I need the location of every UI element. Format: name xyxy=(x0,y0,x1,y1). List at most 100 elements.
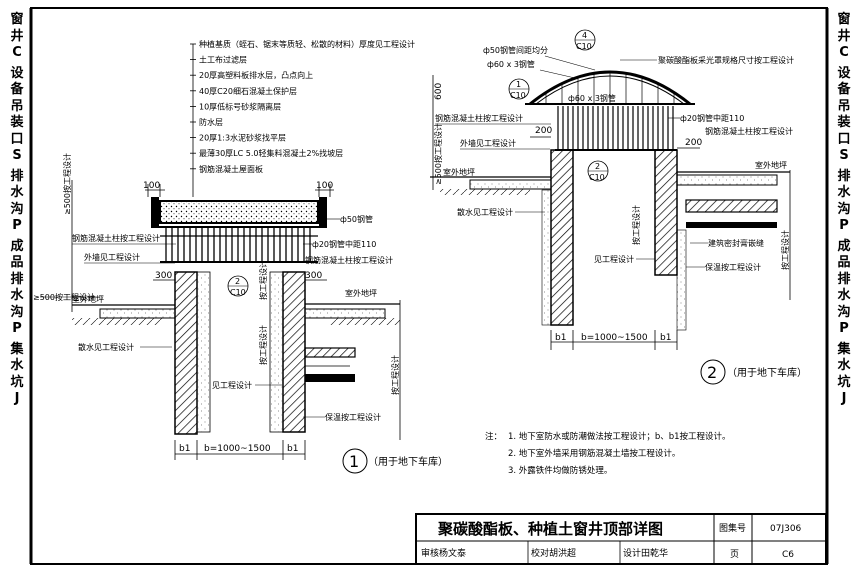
pipe-bars-label: ф20钢管中距110 xyxy=(312,239,376,249)
atlas-label: 图集号 xyxy=(719,522,746,534)
drainage-label: 散水见工程设计 xyxy=(78,342,134,352)
side-index-char: 装 xyxy=(837,115,851,130)
vertical-design-label-2: 按工程设计 xyxy=(258,260,268,300)
layer-label: 10厚低标号砂浆隔离层 xyxy=(199,101,281,111)
side-index-char: 沟 xyxy=(10,304,24,320)
atlas-number: 07J306 xyxy=(770,524,802,534)
layer-label: 钢筋混凝土屋面板 xyxy=(199,164,263,174)
side-index-char: 口 xyxy=(837,131,851,147)
side-index-char: 品 xyxy=(10,255,24,270)
column-right-label-2: 钢筋混凝土柱按工程设计 xyxy=(705,126,793,136)
side-index-char: 排 xyxy=(10,168,24,184)
layer-label: 种植基质（蛭石、锯末等质轻、松散的材料）厚度见工程设计 xyxy=(199,39,415,49)
side-index-char: 水 xyxy=(837,358,851,373)
outer-wall-label-2: 外墙见工程设计 xyxy=(460,138,516,148)
vertical-mid-label: 按工程设计 xyxy=(631,205,641,245)
side-index-char: 备 xyxy=(837,82,851,97)
dim-200-left: 200 xyxy=(535,126,552,136)
ref-sheet: C10 xyxy=(230,288,246,297)
side-index-char: 沟 xyxy=(837,201,851,217)
side-index-char: P xyxy=(12,321,22,336)
pipe-spacing-label: ф50钢管间距均分 xyxy=(483,45,548,55)
side-index-char: 排 xyxy=(10,271,24,287)
notes-prefix: 注： xyxy=(485,431,502,442)
column-left-2 xyxy=(550,149,574,326)
designer: 设计田乾华 xyxy=(623,547,668,559)
detail-2-title: （用于地下车库） xyxy=(727,366,807,379)
vertical-right-label-2: 按工程设计 xyxy=(780,230,790,270)
dim-100-right: 100 xyxy=(316,181,333,191)
steel-bars xyxy=(165,228,311,262)
polycarbonate-label: 聚碳酸酯板采光罩规格尺寸按工程设计 xyxy=(658,55,794,65)
side-index-char: 成 xyxy=(837,238,851,254)
side-index-char: 吊 xyxy=(837,98,851,114)
page-label: 页 xyxy=(730,549,739,560)
vertical-right-label: 按工程设计 xyxy=(390,355,400,395)
checker: 校对胡洪超 xyxy=(531,547,576,559)
side-index-char: P xyxy=(839,321,849,336)
side-index-char: 排 xyxy=(837,271,851,287)
side-index-char: 水 xyxy=(10,288,24,303)
dim-300-right: 300 xyxy=(305,271,322,281)
column-left-label: 钢筋混凝土柱按工程设计 xyxy=(72,233,160,243)
side-index-char: 水 xyxy=(837,288,851,303)
column-left xyxy=(174,271,198,435)
side-index-char: S xyxy=(12,148,22,163)
pipe-60-label: ф60 x 3钢管 xyxy=(487,59,535,69)
drainage-label-2: 散水见工程设计 xyxy=(457,207,513,217)
pipe-top-label: ф50钢管 xyxy=(340,214,373,224)
side-index-char: 沟 xyxy=(10,201,24,217)
note-2: 2. 地下室外墙采用钢筋混凝土墙按工程设计。 xyxy=(508,448,680,459)
dim-300-left: 300 xyxy=(155,271,172,281)
column-right-label: 钢筋混凝土柱按工程设计 xyxy=(305,255,393,265)
h500-label-vertical: ≥500按工程设计 xyxy=(62,153,72,215)
ref-top-number: 4 xyxy=(582,31,587,40)
layer-label: 20厚高塑料板排水层，凸点向上 xyxy=(199,70,313,80)
sealant-label: 建筑密封膏嵌缝 xyxy=(708,238,764,248)
ref-left-number: 1 xyxy=(516,80,521,89)
wall-see-label-2: 见工程设计 xyxy=(594,254,634,264)
detail-2: 600 ≥500按工程设计 200 200 ф50钢管间距均分 ф60 x 3钢… xyxy=(430,29,807,385)
layer-label: 40厚C20细石混凝土保护层 xyxy=(199,86,297,96)
side-index-char: 窗 xyxy=(10,12,24,27)
b1-right: b1 xyxy=(287,444,298,454)
side-index-char: 备 xyxy=(10,82,24,97)
side-index-char: 品 xyxy=(837,255,851,270)
b1-left: b1 xyxy=(179,444,190,454)
side-index-char: 集 xyxy=(10,341,24,357)
grade-right-label-2: 室外地坪 xyxy=(755,160,787,170)
h500-label: ≥500按工程设计 xyxy=(33,292,95,302)
grade-left-label-2: 室外地坪 xyxy=(443,167,475,177)
side-index-char: 口 xyxy=(10,131,24,147)
column-left-label-2: 钢筋混凝土柱按工程设计 xyxy=(435,113,523,123)
sheet-title: 聚碳酸酯板、种植土窗井顶部详图 xyxy=(437,520,663,538)
b-width: b=1000~1500 xyxy=(204,444,271,454)
side-index-char: 窗 xyxy=(837,12,851,27)
side-index-char: 沟 xyxy=(837,304,851,320)
side-index-char: J xyxy=(14,391,20,406)
notes: 注： 1. 地下室防水或防潮做法按工程设计；b、b1按工程设计。 2. 地下室外… xyxy=(485,431,731,476)
curb-left xyxy=(151,197,159,227)
title-block: 聚碳酸酯板、种植土窗井顶部详图 图集号 07J306 审核杨文泰 校对胡洪超 设… xyxy=(415,513,827,565)
side-index-char: 水 xyxy=(837,185,851,200)
detail-1-number: 1 xyxy=(349,452,359,471)
dim-200-right: 200 xyxy=(685,138,702,148)
curb-right xyxy=(319,197,327,227)
side-index-char: 吊 xyxy=(10,98,24,114)
side-index-char: 设 xyxy=(837,65,851,81)
side-index-char: 成 xyxy=(10,238,24,254)
dim-100-left: 100 xyxy=(143,181,160,191)
h500-label-2: ≥500按工程设计 xyxy=(433,123,443,185)
reviewer: 审核杨文泰 xyxy=(421,547,466,559)
ref-mid-sheet: C10 xyxy=(589,173,605,182)
b1-left-2: b1 xyxy=(555,333,566,343)
side-index-char: S xyxy=(839,148,849,163)
layer-label: 土工布过滤层 xyxy=(199,55,247,65)
side-index-char: C xyxy=(839,45,849,60)
b-width-2: b=1000~1500 xyxy=(581,333,648,343)
dim-600: 600 xyxy=(434,83,444,100)
